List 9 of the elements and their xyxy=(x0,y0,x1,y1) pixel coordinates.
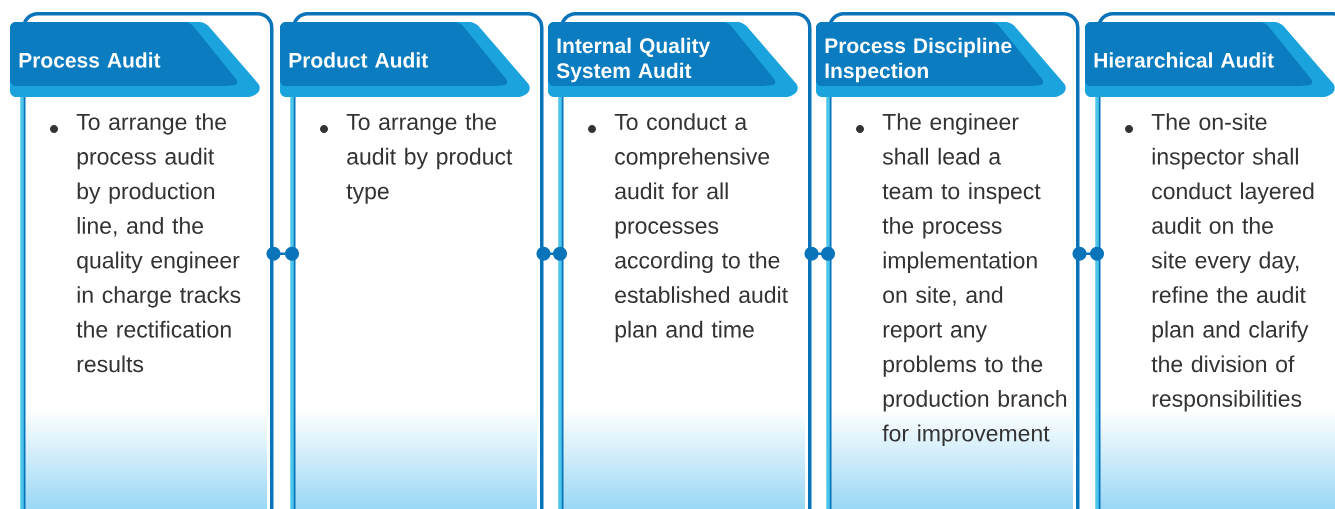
bullet-text: To arrange the audit by product type xyxy=(346,113,513,204)
bullet-text: To arrange the process audit by production line, and the quality engineer in charge tracks the rectification results xyxy=(76,113,241,373)
bullet-text: The engineer shall lead a team to inspect the process implementation on site, and report any problems to the production branch for improvement xyxy=(882,113,1067,447)
connector xyxy=(1072,246,1104,261)
connector xyxy=(804,246,835,261)
connector xyxy=(266,246,299,261)
connector xyxy=(536,246,567,261)
bullet-text: The on-site inspector shall conduct layered audit on the site every day, refine the audit plan and clarify the division of responsibilities xyxy=(1151,113,1314,412)
bullet-text: To conduct a comprehensive audit for all processes according to the established audit plan and time xyxy=(614,113,788,343)
